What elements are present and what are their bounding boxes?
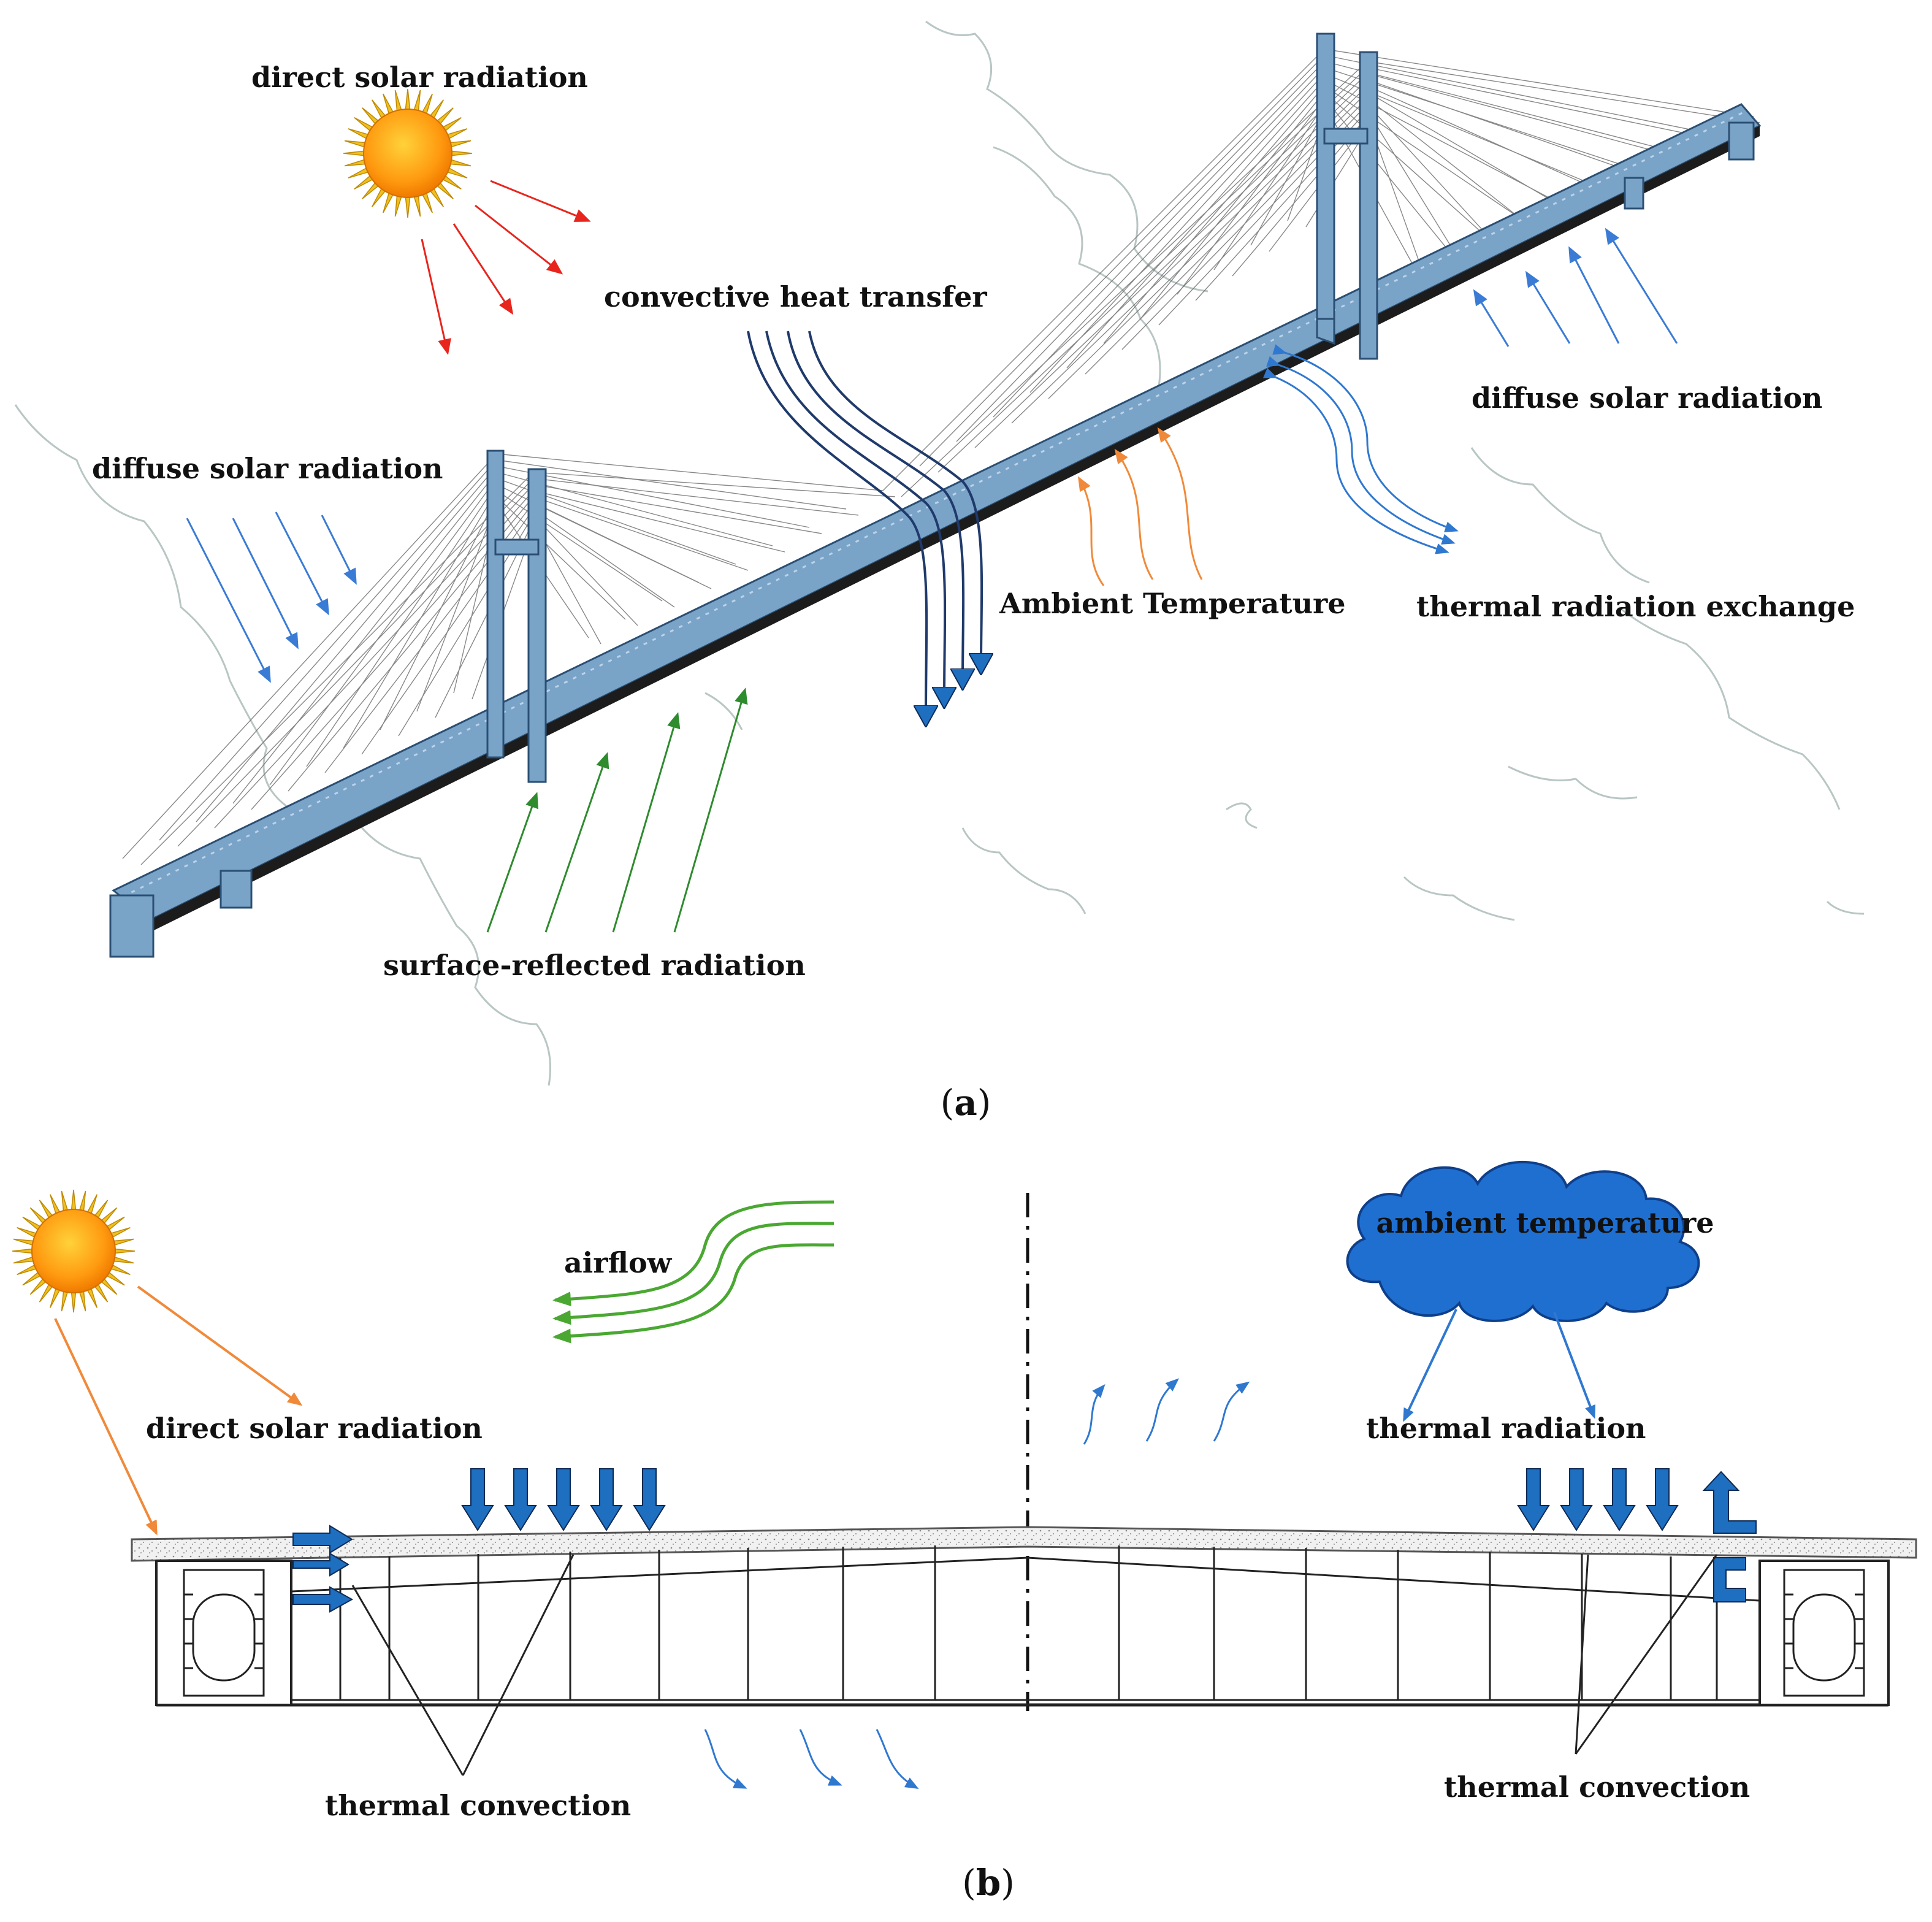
bridge-deck xyxy=(109,103,1762,958)
panel-a: direct solar radiation convective heat t… xyxy=(14,20,1865,1124)
label-ambient: Ambient Temperature xyxy=(999,587,1346,620)
cloud-icon xyxy=(1346,1160,1700,1322)
diffuse-left-arrows xyxy=(186,511,357,683)
terrain-lines xyxy=(14,20,1865,1086)
horizontal-block-arrows-left xyxy=(292,1525,354,1613)
label-airflow: airflow xyxy=(564,1246,673,1279)
convective-arrows xyxy=(747,331,982,718)
bridge-cross-section xyxy=(131,1526,1917,1707)
sun-ray xyxy=(449,150,473,156)
label-convection-right: thermal convection xyxy=(1444,1771,1750,1804)
left-tower xyxy=(486,450,547,783)
sun-ray xyxy=(71,1290,77,1313)
sun-ray xyxy=(405,194,411,218)
airflow-arrows xyxy=(552,1200,834,1344)
thermal-exchange-arrows xyxy=(1262,344,1459,554)
diffuse-right-arrows xyxy=(1473,228,1678,347)
thermal-radiation-arrows xyxy=(1403,1309,1595,1422)
label-ambient-temperature: ambient temperature xyxy=(1376,1206,1714,1239)
ambient-arrows xyxy=(1078,427,1203,586)
direct-solar-arrows-b xyxy=(54,1285,303,1536)
small-falling-arrows xyxy=(704,1729,919,1789)
direct-solar-arrows xyxy=(421,180,591,355)
label-direct-solar-b: direct solar radiation xyxy=(146,1412,483,1445)
label-direct-solar-a: direct solar radiation xyxy=(251,61,588,94)
label-diffuse-right: diffuse solar radiation xyxy=(1472,381,1822,415)
caption-b: (b) xyxy=(962,1862,1015,1904)
sun-ray xyxy=(112,1248,136,1254)
label-convection-left: thermal convection xyxy=(325,1789,631,1822)
caption-a: (a) xyxy=(941,1082,991,1124)
sun-ray xyxy=(343,150,367,156)
small-rising-arrows xyxy=(1083,1378,1250,1445)
sun-ray xyxy=(71,1189,77,1212)
surface-reflected-arrows xyxy=(486,687,748,933)
convection-leaders xyxy=(351,1554,1718,1776)
downward-block-arrows-right xyxy=(1517,1468,1679,1531)
sun-icon-b xyxy=(12,1189,136,1313)
sun-icon xyxy=(343,88,473,218)
label-convective: convective heat transfer xyxy=(604,280,987,313)
downward-block-arrows-left xyxy=(461,1468,666,1531)
label-thermal-radiation: thermal radiation xyxy=(1366,1412,1646,1445)
stay-cables xyxy=(122,48,1760,865)
label-diffuse-left: diffuse solar radiation xyxy=(92,452,443,485)
bent-block-arrows-right xyxy=(1702,1471,1757,1602)
label-surface-reflected: surface-reflected radiation xyxy=(383,949,806,982)
label-thermal-exchange: thermal radiation exchange xyxy=(1416,590,1855,623)
right-tower xyxy=(1316,33,1378,360)
sun-ray xyxy=(12,1248,35,1254)
panel-b: ambient temperature xyxy=(12,1160,1917,1904)
